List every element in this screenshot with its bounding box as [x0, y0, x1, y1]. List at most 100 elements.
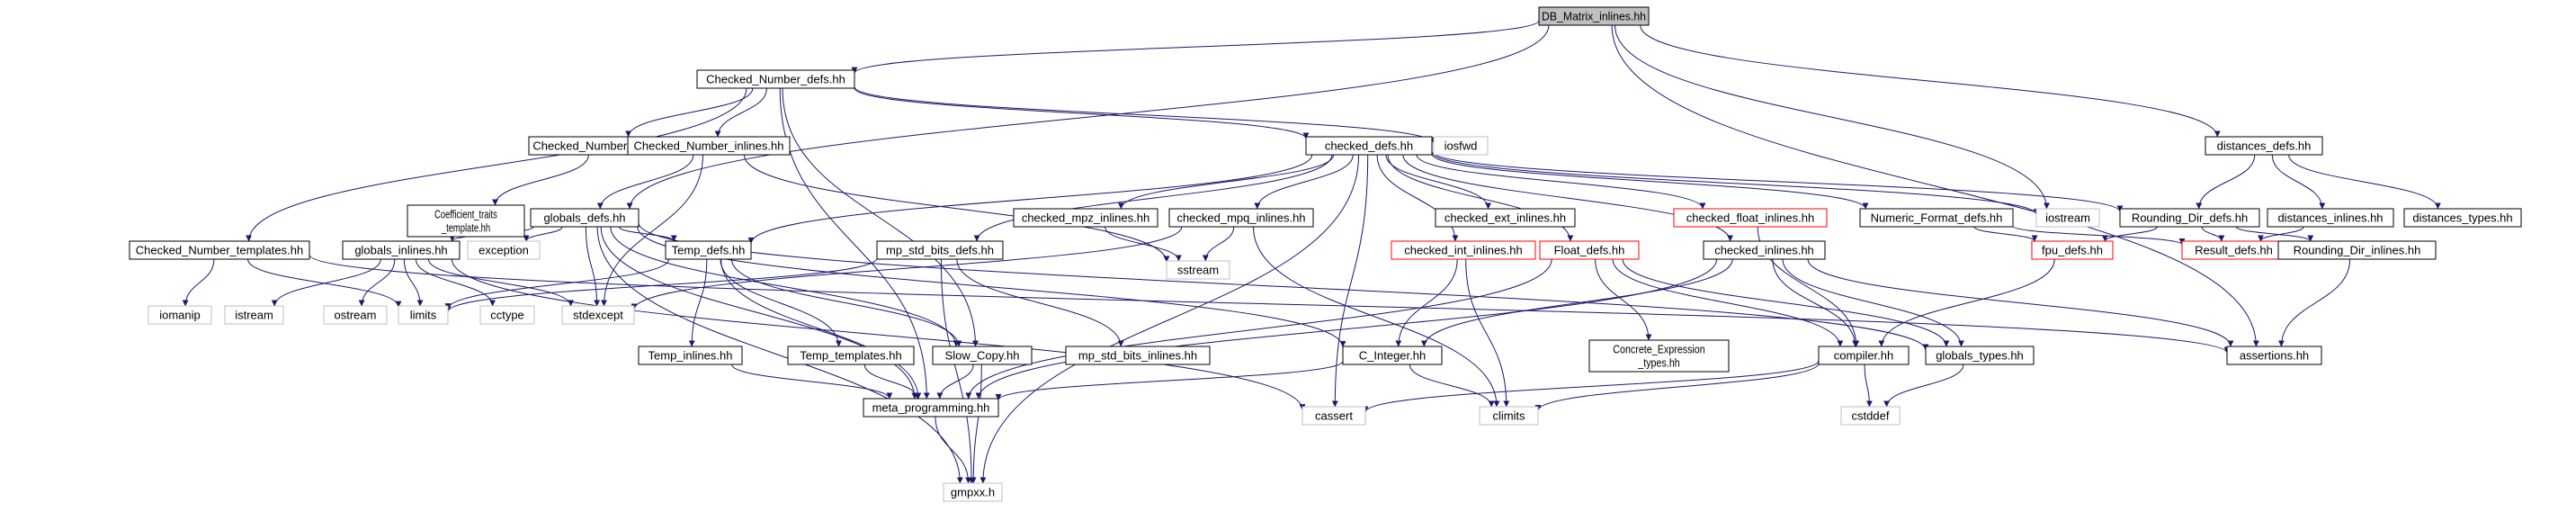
- node-box: [342, 240, 461, 260]
- node-stdexcept[interactable]: stdexcept: [561, 305, 635, 325]
- node-checked-inlines[interactable]: checked_inlines.hh: [1703, 240, 1826, 260]
- node-label: compiler.hh: [1834, 349, 1893, 363]
- node-distances-defs[interactable]: distances_defs.hh: [2205, 136, 2323, 156]
- node-cassert[interactable]: cassert: [1301, 406, 1366, 426]
- edge-rounding_dir_defs-to-rounding_dir_inlines: [2235, 226, 2314, 242]
- node-label: Result_defs.hh: [2195, 244, 2273, 257]
- node-cstddef[interactable]: cstddef: [1840, 406, 1901, 426]
- node-checked-defs[interactable]: checked_defs.hh: [1305, 136, 1433, 156]
- node-label: istream: [235, 309, 273, 322]
- node-mp-std-bits-defs[interactable]: mp_std_bits_defs.hh: [876, 240, 1004, 260]
- node-box: [696, 69, 855, 89]
- node-meta-programming[interactable]: meta_programming.hh: [863, 398, 999, 418]
- edge-checked_defs-to-checked_float_inlines: [1416, 154, 1706, 210]
- edge-checked_number_templates-to-iomanip: [182, 258, 215, 307]
- node-label: Float_defs.hh: [1554, 244, 1625, 257]
- node-coefficient-traits[interactable]: Coefficient_traits_template.hh: [407, 204, 525, 238]
- node-label: Numeric_Format_defs.hh: [1871, 211, 2003, 225]
- node-box: [1673, 208, 1828, 228]
- node-checked-number-templates[interactable]: Checked_Number_templates.hh: [129, 240, 310, 260]
- edge-compiler-to-climits: [1534, 363, 1820, 411]
- node-mp-std-bits-inlines[interactable]: mp_std_bits_inlines.hh: [1065, 346, 1211, 365]
- node-db-matrix-inlines[interactable]: DB_Matrix_inlines.hh: [1538, 6, 1650, 26]
- node-slow-copy[interactable]: Slow_Copy.hh: [932, 346, 1033, 365]
- node-label: assertions.hh: [2240, 349, 2309, 363]
- node-concrete-expression-types[interactable]: Concrete_Expression_types.hh: [1588, 339, 1730, 373]
- node-checked-int-inlines[interactable]: checked_int_inlines.hh: [1391, 240, 1536, 260]
- node-iosfwd[interactable]: iosfwd: [1433, 136, 1489, 156]
- node-label: cassert: [1315, 409, 1353, 423]
- node-box: [1013, 208, 1158, 228]
- node-c-integer[interactable]: C_Integer.hh: [1342, 346, 1443, 365]
- node-label: limits: [410, 309, 437, 322]
- node-istream[interactable]: istream: [224, 305, 284, 325]
- node-globals-inlines[interactable]: globals_inlines.hh: [342, 240, 461, 260]
- node-rounding-dir-inlines[interactable]: Rounding_Dir_inlines.hh: [2277, 240, 2437, 260]
- node-cctype[interactable]: cctype: [479, 305, 535, 325]
- node-compiler[interactable]: compiler.hh: [1818, 346, 1910, 365]
- node-float-defs[interactable]: Float_defs.hh: [1539, 240, 1640, 260]
- node-box: [932, 346, 1033, 365]
- node-label: checked_mpq_inlines.hh: [1176, 211, 1305, 225]
- node-label: checked_ext_inlines.hh: [1445, 211, 1566, 225]
- node-globals-defs[interactable]: globals_defs.hh: [530, 208, 640, 228]
- node-label: checked_defs.hh: [1325, 139, 1413, 153]
- edge-checked_defs-to-checked_int_inlines: [1376, 154, 1459, 242]
- edge-checked_number_defs-to-checked_number_types: [625, 87, 754, 138]
- node-label: Concrete_Expression_types.hh: [1613, 343, 1705, 370]
- node-globals-types[interactable]: globals_types.hh: [1925, 346, 2035, 365]
- node-box: [1166, 260, 1230, 280]
- node-distances-types[interactable]: distances_types.hh: [2403, 208, 2522, 228]
- node-checked-mpq-inlines[interactable]: checked_mpq_inlines.hh: [1168, 208, 1314, 228]
- node-label: stdexcept: [573, 309, 623, 322]
- node-box: [129, 240, 310, 260]
- edge-db_matrix_inlines-to-iostream: [1614, 24, 2050, 210]
- node-label: checked_int_inlines.hh: [1404, 244, 1523, 257]
- node-fpu-defs[interactable]: fpu_defs.hh: [2031, 240, 2114, 260]
- edge-checked_defs-to-cassert: [1331, 154, 1369, 408]
- dependency-edges: [182, 20, 2441, 484]
- node-label: fpu_defs.hh: [2042, 244, 2103, 257]
- node-distances-inlines[interactable]: distances_inlines.hh: [2267, 208, 2394, 228]
- edge-globals_inlines-to-limits: [403, 258, 424, 307]
- edge-globals_inlines-to-ostream: [358, 258, 396, 307]
- node-gmpxx[interactable]: gmpxx.h: [943, 482, 1003, 502]
- node-temp-inlines[interactable]: Temp_inlines.hh: [638, 346, 743, 365]
- node-checked-mpz-inlines[interactable]: checked_mpz_inlines.hh: [1013, 208, 1158, 228]
- node-box: [224, 305, 284, 325]
- node-checked-number-defs[interactable]: Checked_Number_defs.hh: [696, 69, 855, 89]
- node-exception[interactable]: exception: [467, 240, 541, 260]
- node-label: mp_std_bits_defs.hh: [886, 244, 994, 257]
- node-checked-number-inlines[interactable]: Checked_Number_inlines.hh: [627, 136, 791, 156]
- node-checked-float-inlines[interactable]: checked_float_inlines.hh: [1673, 208, 1828, 228]
- edge-checked_number_defs-to-checked_number_templates: [246, 87, 747, 242]
- node-label: Slow_Copy.hh: [945, 349, 1020, 363]
- edge-slow_copy-to-meta_programming: [936, 364, 974, 400]
- node-result-defs[interactable]: Result_defs.hh: [2181, 240, 2286, 260]
- node-rounding-dir-defs[interactable]: Rounding_Dir_defs.hh: [2119, 208, 2260, 228]
- edge-distances_defs-to-distances_inlines: [2271, 154, 2326, 210]
- edge-checked_number_defs-to-checked_number_inlines: [714, 87, 767, 138]
- node-label: DB_Matrix_inlines.hh: [1542, 10, 1646, 23]
- node-ostream[interactable]: ostream: [323, 305, 388, 325]
- node-box: [398, 305, 449, 325]
- node-checked-ext-inlines[interactable]: checked_ext_inlines.hh: [1435, 208, 1576, 228]
- node-limits[interactable]: limits: [398, 305, 449, 325]
- node-iomanip[interactable]: iomanip: [148, 305, 212, 325]
- node-sstream[interactable]: sstream: [1166, 260, 1230, 280]
- edge-checked_number_defs-to-slow_copy: [782, 87, 979, 347]
- edge-checked_defs-to-temp_defs: [747, 154, 1313, 244]
- node-temp-defs[interactable]: Temp_defs.hh: [665, 240, 752, 260]
- edge-mp_std_bits_defs-to-mp_std_bits_inlines: [956, 258, 1124, 347]
- node-temp-templates[interactable]: Temp_templates.hh: [787, 346, 915, 365]
- node-climits[interactable]: climits: [1479, 406, 1539, 426]
- node-assertions[interactable]: assertions.hh: [2226, 346, 2322, 365]
- node-box: [2267, 208, 2394, 228]
- edge-globals_defs-to-slow_copy: [610, 226, 960, 347]
- node-numeric-format-defs[interactable]: Numeric_Format_defs.hh: [1859, 208, 2014, 228]
- node-iostream[interactable]: iostream: [2035, 208, 2100, 228]
- node-box: [638, 346, 743, 365]
- node-label: iostream: [2045, 211, 2090, 225]
- edge-fpu_defs-to-compiler: [1878, 258, 2055, 347]
- edge-temp_defs-to-meta_programming: [720, 258, 922, 400]
